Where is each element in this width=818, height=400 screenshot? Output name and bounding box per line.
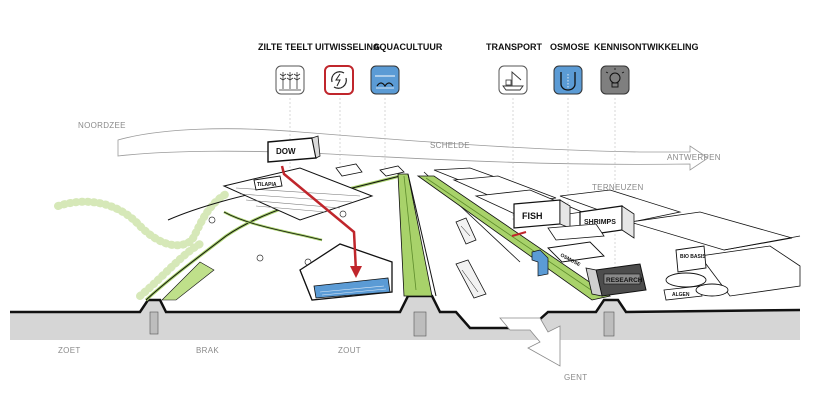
label-brak: BRAK	[196, 346, 219, 355]
lightbulb-icon	[600, 65, 630, 95]
label-noordzee: NOORDZEE	[78, 121, 126, 130]
label-zoet: ZOET	[58, 346, 81, 355]
aquaculture-greenhouse	[299, 243, 393, 301]
label-kennisontwikkeling: KENNISONTWIKKELING	[594, 42, 699, 52]
u-tube-osmosis-icon	[553, 65, 583, 95]
research-building: RESEARCH	[585, 263, 647, 297]
shrimps-label: SHRIMPS	[584, 219, 616, 226]
geo-labels: NOORDZEE SCHELDE ANTWERPEN TERNEUZEN ZOE…	[58, 121, 721, 382]
dow-label: DOW	[276, 147, 296, 156]
bio-basis-label: BIO BASIS	[680, 254, 706, 260]
label-zilte-teelt: ZILTE TEELT	[258, 42, 313, 52]
label-terneuzen: TERNEUZEN	[592, 183, 644, 192]
tilapia-label: TILAPIA	[257, 182, 277, 188]
industrial-area: FISH SHRIMPS OSMOSE RESEARCH	[433, 167, 801, 301]
label-antwerpen: ANTWERPEN	[667, 153, 721, 162]
bio-basis-tanks: BIO BASIS	[665, 245, 729, 297]
osmosis-pipe	[531, 249, 549, 277]
label-aquacultuur: AQUACULTUUR	[373, 42, 443, 52]
fish-label: FISH	[522, 211, 543, 221]
exchange-flow-arrow	[280, 165, 362, 278]
label-gent: GENT	[564, 373, 587, 382]
water-fish-icon	[370, 65, 400, 95]
label-zout: ZOUT	[338, 346, 361, 355]
small-sheds	[335, 163, 405, 177]
ship-2	[455, 259, 487, 299]
gent-flow-arrow	[499, 317, 561, 367]
activity-labels: ZILTE TEELT UITWISSELING AQUACULTUUR TRA…	[258, 42, 699, 52]
ship-1	[455, 217, 477, 245]
fish-building: FISH	[513, 199, 571, 229]
central-canal	[397, 173, 437, 297]
label-transport: TRANSPORT	[486, 42, 543, 52]
dow-building: DOW	[267, 135, 321, 163]
algen-label: ALGEN	[672, 292, 690, 298]
ground-section	[10, 294, 801, 340]
label-uitwisseling: UITWISSELING	[315, 42, 380, 52]
schelde-flow-arrow	[117, 128, 709, 171]
wheat-crop-icon	[275, 65, 305, 95]
label-osmose: OSMOSE	[550, 42, 590, 52]
research-label: RESEARCH	[606, 277, 643, 284]
label-schelde: SCHELDE	[430, 141, 470, 150]
exchange-arrows-icon	[324, 65, 354, 95]
crane-ship-icon	[498, 65, 528, 95]
tilapia-unit: TILAPIA	[253, 175, 283, 191]
